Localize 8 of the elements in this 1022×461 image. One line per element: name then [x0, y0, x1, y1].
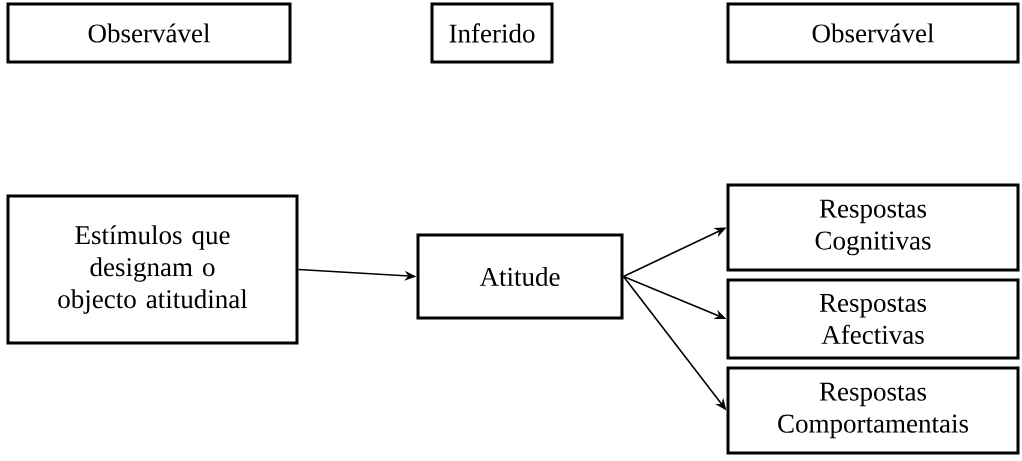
text-box: Observável: [726, 2, 1020, 64]
text-box: Atitude: [416, 233, 624, 320]
text-box: Inferido: [430, 2, 554, 64]
text-box: Estímulos que designam o objecto atitudinal: [6, 194, 299, 345]
text-box: Respostas Afectivas: [726, 278, 1020, 360]
text-box: Observável: [6, 2, 292, 64]
text-box: Respostas Cognitivas: [726, 183, 1020, 272]
text-box: Respostas Comportamentais: [726, 366, 1020, 455]
